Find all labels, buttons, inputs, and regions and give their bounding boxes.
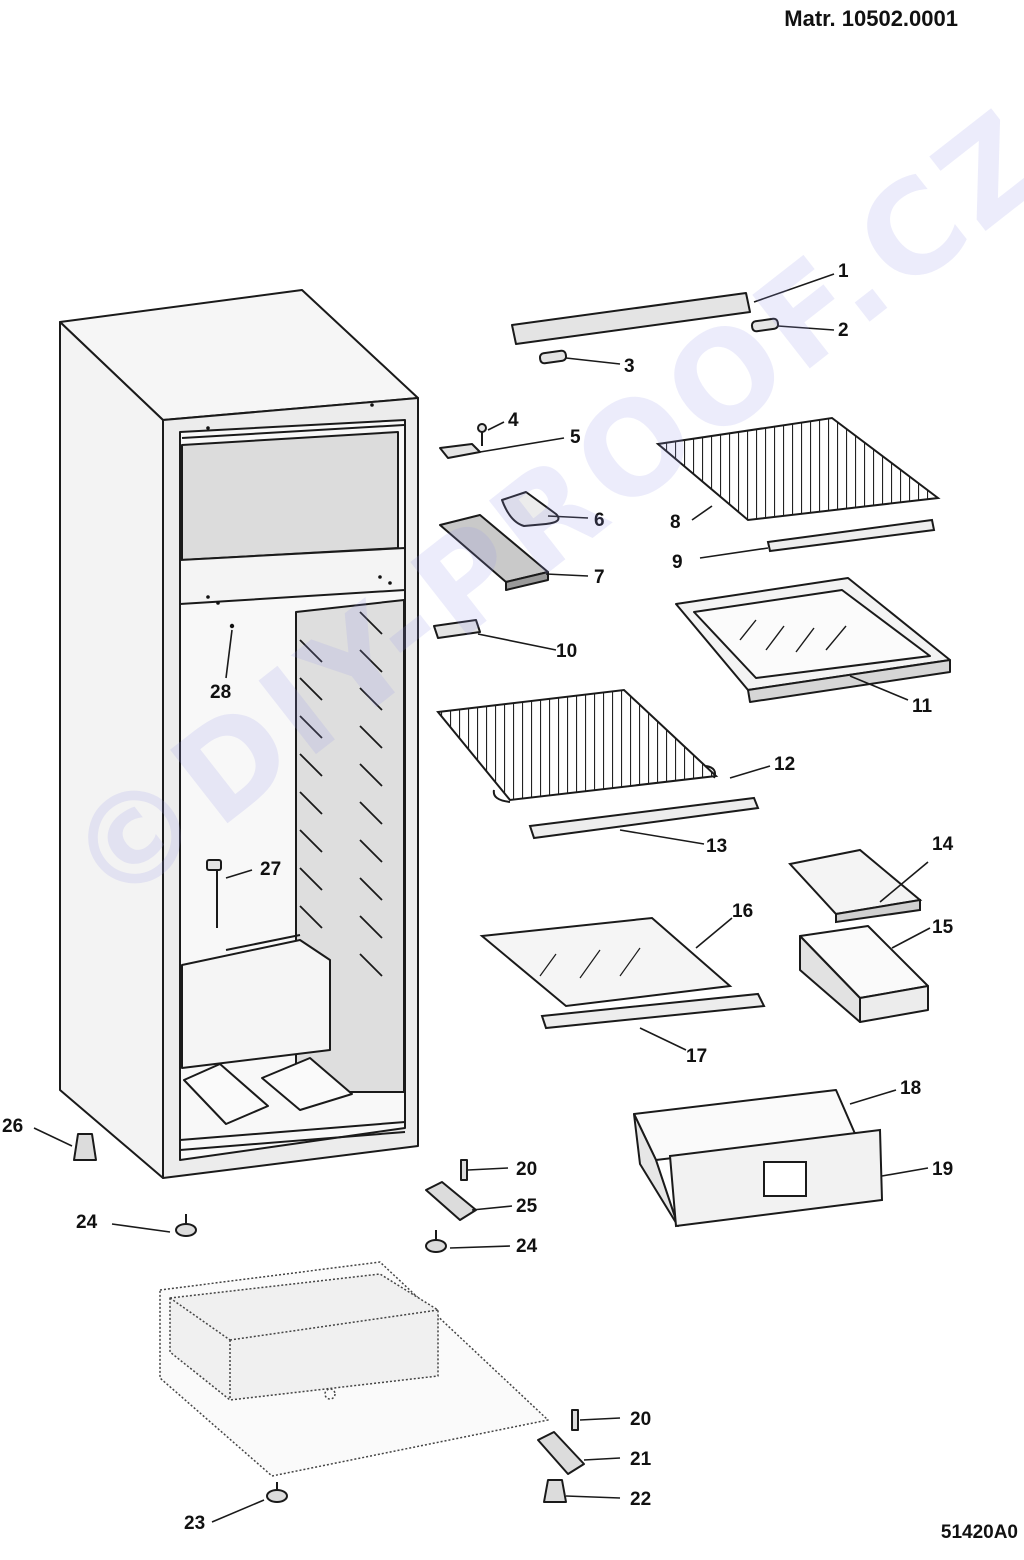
callout-8: 8 xyxy=(670,512,681,533)
callout-1: 1 xyxy=(838,261,849,282)
part-6-scraper xyxy=(501,491,560,527)
part-10-middle-hinge xyxy=(433,619,481,639)
callout-2: 2 xyxy=(838,320,849,341)
part-16-glass-shelf xyxy=(479,916,733,1008)
part-24-foot-left xyxy=(175,1214,197,1237)
part-8-freezer-grill xyxy=(655,416,941,522)
callout-25: 25 xyxy=(516,1196,538,1217)
callout-14: 14 xyxy=(932,834,954,855)
part-21-hinge-bracket xyxy=(537,1431,585,1475)
part-9-grill-trim xyxy=(766,518,936,553)
callout-16: 16 xyxy=(732,901,753,922)
part-12-fridge-grill xyxy=(436,688,719,803)
callout-24-left: 24 xyxy=(76,1212,98,1233)
part-23-rear-foot xyxy=(266,1482,288,1503)
part-20-pin-top xyxy=(460,1159,468,1181)
callout-20-bottom: 20 xyxy=(630,1409,651,1430)
fridge-cabinet xyxy=(59,289,419,1179)
callout-17: 17 xyxy=(686,1046,707,1067)
part-2-cap xyxy=(750,317,780,333)
callout-9: 9 xyxy=(672,552,683,573)
callout-26: 26 xyxy=(2,1116,23,1137)
part-1-hinge-cover xyxy=(511,292,751,345)
callout-10: 10 xyxy=(556,641,577,662)
part-17-shelf-trim xyxy=(540,992,766,1030)
part-4-screw xyxy=(477,423,487,446)
part-7-ice-tray xyxy=(439,514,549,591)
drawing-code: 51420A0 xyxy=(940,1522,1018,1543)
callout-5: 5 xyxy=(570,427,581,448)
part-22-door-foot xyxy=(543,1479,567,1503)
part-5-upper-hinge xyxy=(439,443,481,459)
callout-21: 21 xyxy=(630,1449,652,1470)
part-26-front-foot xyxy=(73,1133,97,1161)
part-11-glass-shelf-frame xyxy=(675,577,951,703)
callout-28: 28 xyxy=(210,682,231,703)
part-25-lower-hinge xyxy=(425,1181,477,1221)
part-27-thermostat xyxy=(206,859,222,928)
part-3-cap xyxy=(538,349,568,365)
callout-22: 22 xyxy=(630,1489,651,1510)
part-24-foot-center xyxy=(425,1230,447,1253)
callout-labels: 1 2 3 4 5 6 7 8 9 10 11 12 13 14 15 16 1… xyxy=(2,261,954,1534)
callout-4: 4 xyxy=(508,410,519,431)
callout-11: 11 xyxy=(912,696,933,717)
part-20-pin-bottom xyxy=(571,1409,579,1431)
leader-lines xyxy=(33,273,931,1523)
callout-7: 7 xyxy=(594,567,605,588)
callout-19: 19 xyxy=(932,1159,953,1180)
callout-23: 23 xyxy=(184,1513,205,1534)
callout-24-center: 24 xyxy=(516,1236,538,1257)
part-15-dairy-box xyxy=(799,925,929,1023)
part-14-dairy-lid xyxy=(788,848,923,924)
part-13-grill-trim xyxy=(528,796,760,840)
callout-20-top: 20 xyxy=(516,1159,537,1180)
callout-27: 27 xyxy=(260,859,281,880)
part-19-crisper-front xyxy=(668,1128,884,1228)
callout-12: 12 xyxy=(774,754,795,775)
callout-18: 18 xyxy=(900,1078,921,1099)
callout-15: 15 xyxy=(932,917,954,938)
callout-13: 13 xyxy=(706,836,727,857)
callout-3: 3 xyxy=(624,356,635,377)
base-plinth xyxy=(159,1261,549,1477)
material-number: Matr. 10502.0001 xyxy=(784,6,958,31)
callout-6: 6 xyxy=(594,510,605,531)
